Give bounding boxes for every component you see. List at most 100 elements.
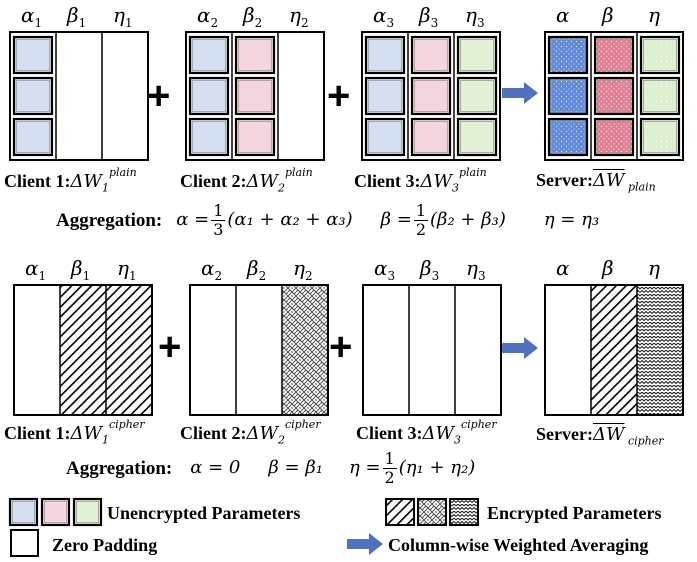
top-client-3-param-cell-blue [364,117,406,157]
top-client-2-param-cell-blue [188,117,230,157]
column-header-α: α1 [21,3,43,30]
legend-swatch-enc-brick [417,498,447,526]
bottom-client-2-label: Client 2:ΔW2cipher [180,418,321,447]
column-header-η: η [648,3,660,27]
plus-operator: + [147,74,171,118]
top-server-param-cell-green_dotted [639,76,681,116]
top-client-1-param-cell-inner [16,121,50,153]
column-header-η: η3 [465,3,485,30]
top-client-2-param-cell-inner [238,80,272,112]
top-client-2-param-cell-inner [238,39,272,71]
legend-swatch-inner [44,501,67,523]
top-client-2-param-cell-inner [192,121,226,153]
legend-swatch-blue [8,497,39,527]
column-header-α: α [556,3,570,27]
column-header-β: β [602,3,614,27]
bottom-client-1-column-enc-diag [60,285,106,415]
column-header-β: β2 [247,256,267,283]
legend-swatch-inner [76,501,99,523]
top-client-2-param-cell-pink [234,117,276,157]
bottom-client-3-matrix [362,284,502,416]
weighted-average-arrow [502,82,538,104]
legend-swatch-enc-wave [449,498,479,526]
top-server-param-cell-green_dotted [639,35,681,75]
top-client-3-param-cell-green [456,35,498,75]
plus-operator: + [329,325,353,369]
top-client-3-param-cell-inner [414,39,448,71]
top-client-3-param-cell-inner [460,39,494,71]
top-client-2-label: Client 2:ΔW2plain [180,166,313,195]
bottom-server-label: Server:ΔW cipher [536,424,664,448]
top-client-1-label: Client 1:ΔW1plain [4,166,137,195]
top-server-param-cell-blue_dotted [547,35,589,75]
bottom-server-column-enc-wave [637,285,683,415]
top-server-param-cell-pink_dotted [593,35,635,75]
column-header-β: β1 [67,3,87,30]
column-header-α: α1 [25,256,47,283]
column-header-η: η2 [289,3,309,30]
top-client-3-param-cell-inner [414,121,448,153]
column-header-β: β2 [243,3,263,30]
top-client-3-param-cell-blue [364,35,406,75]
top-client-2-param-cell-inner [192,39,226,71]
top-aggregation-label: Aggregation: [56,209,163,231]
top-server-param-cell-inner [597,39,631,71]
top-client-2-param-cell-pink [234,76,276,116]
top-client-3-param-cell-green [456,117,498,157]
column-header-α: α2 [197,3,219,30]
bottom-client-3-label: Client 3:ΔW3cipher [356,418,497,447]
plus-operator: + [158,325,182,369]
legend-swatch-zero [10,529,39,557]
column-header-η: η1 [117,256,137,283]
bottom-aggregation-label: Aggregation: [66,457,173,479]
top-client-2-param-cell-pink [234,35,276,75]
top-server-param-cell-inner [643,121,677,153]
column-header-α: α3 [374,256,396,283]
top-server-param-cell-pink_dotted [593,76,635,116]
top-server-param-cell-inner [551,39,585,71]
top-client-1-param-cell-blue [12,117,54,157]
top-client-1-param-cell-inner [16,80,50,112]
top-client-1-param-cell-blue [12,76,54,116]
bottom-server-column-enc-diag [591,285,637,415]
top-client-3-param-cell-green [456,76,498,116]
top-server-param-cell-pink_dotted [593,117,635,157]
column-header-β: β3 [420,256,440,283]
bottom-client-1-matrix-border [13,284,153,416]
top-server-param-cell-inner [597,80,631,112]
bottom-client-1-column-enc-diag [106,285,152,415]
top-server-param-cell-inner [643,80,677,112]
top-client-3-param-cell-inner [368,80,402,112]
bottom-server-matrix-border [544,284,684,416]
legend-weighted-avg-label: Column-wise Weighted Averaging [388,535,649,555]
bottom-client-2-matrix-border [189,284,329,416]
legend-unencrypted-label: Unencrypted Parameters [107,503,301,523]
top-server-param-cell-blue_dotted [547,117,589,157]
top-client-2-param-cell-blue [188,76,230,116]
column-header-α: α3 [373,3,395,30]
legend-swatch-green [72,497,103,527]
legend-encrypted-label: Encrypted Parameters [487,503,662,523]
top-client-2-param-cell-blue [188,35,230,75]
top-server-param-cell-inner [551,121,585,153]
column-header-β: β [602,256,614,280]
top-server-param-cell-inner [551,80,585,112]
top-client-2-param-cell-inner [192,80,226,112]
top-client-3-param-cell-inner [460,80,494,112]
column-header-β: β1 [71,256,91,283]
top-client-3-param-cell-inner [368,39,402,71]
column-header-α: α [556,256,570,280]
weighted-average-arrow [502,337,538,359]
column-header-α: α2 [201,256,223,283]
top-client-3-param-cell-inner [368,121,402,153]
top-server-param-cell-blue_dotted [547,76,589,116]
top-server-param-cell-green_dotted [639,117,681,157]
top-client-1-param-cell-blue [12,35,54,75]
bottom-client-1-label: Client 1:ΔW1cipher [4,418,145,447]
plus-operator: + [327,74,351,118]
top-server-param-cell-inner [597,121,631,153]
bottom-client-3-matrix-border [362,284,502,416]
